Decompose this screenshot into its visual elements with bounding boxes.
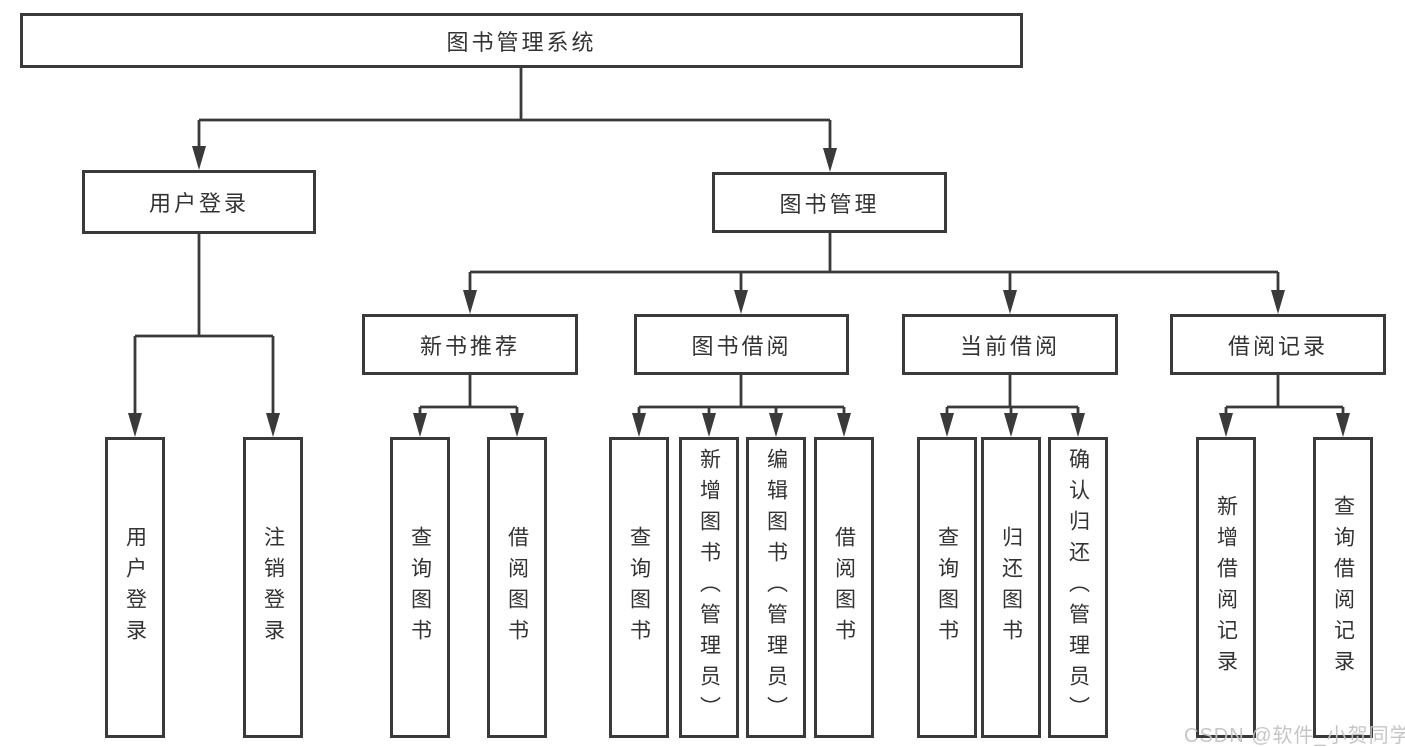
leaf-borrow-books-borrowing: 借阅图书 [814,437,874,738]
node-book-management-label: 图书管理 [779,191,880,217]
node-user-login-label: 用户登录 [148,191,249,216]
leaf-add-borrow-record: 新增借阅记录 [1196,437,1256,738]
node-root: 图书管理系统 [20,13,1023,68]
leaf-query-books-current: 查询图书 [917,437,977,738]
leaf-borrow-books-recommend-label: 借阅图书 [505,525,529,650]
leaf-query-books-borrowing: 查询图书 [609,437,669,738]
node-book-borrowing-label: 图书借阅 [691,333,792,359]
leaf-add-books-admin-label: 新增图书（管理员） [697,448,721,727]
leaf-add-books-admin: 新增图书（管理员） [679,437,739,738]
node-book-borrowing: 图书借阅 [634,314,849,375]
leaf-logout: 注销登录 [243,437,303,738]
node-user-login: 用户登录 [82,170,316,234]
leaf-query-books-recommend: 查询图书 [390,437,450,738]
leaf-edit-books-admin-label: 编辑图书（管理员） [764,448,788,727]
leaf-query-borrow-record-label: 查询借阅记录 [1331,494,1355,681]
node-current-borrowing: 当前借阅 [902,314,1118,375]
node-borrow-records-label: 借阅记录 [1227,333,1328,359]
node-book-management: 图书管理 [712,172,947,233]
leaf-borrow-books-borrowing-label: 借阅图书 [832,525,856,650]
leaf-logout-label: 注销登录 [261,525,285,650]
leaf-confirm-return-admin-label: 确认归还（管理员） [1066,448,1090,727]
leaf-confirm-return-admin: 确认归还（管理员） [1048,437,1108,738]
leaf-user-login-label: 用户登录 [123,525,147,650]
leaf-return-books-label: 归还图书 [999,525,1023,650]
node-root-label: 图书管理系统 [446,29,597,55]
leaf-query-borrow-record: 查询借阅记录 [1313,437,1373,738]
leaf-query-books-current-label: 查询图书 [935,525,959,650]
watermark: CSDN @软件_小贺同学 [1184,725,1405,747]
leaf-query-books-recommend-label: 查询图书 [408,525,432,650]
leaf-add-borrow-record-label: 新增借阅记录 [1214,494,1238,681]
node-new-book-recommend: 新书推荐 [362,314,578,375]
node-borrow-records: 借阅记录 [1170,314,1386,375]
leaf-borrow-books-recommend: 借阅图书 [487,437,547,738]
leaf-return-books: 归还图书 [981,437,1041,738]
node-current-borrowing-label: 当前借阅 [959,333,1060,359]
node-new-book-recommend-label: 新书推荐 [419,333,520,359]
leaf-query-books-borrowing-label: 查询图书 [627,525,651,650]
leaf-user-login: 用户登录 [105,437,165,738]
leaf-edit-books-admin: 编辑图书（管理员） [746,437,806,738]
